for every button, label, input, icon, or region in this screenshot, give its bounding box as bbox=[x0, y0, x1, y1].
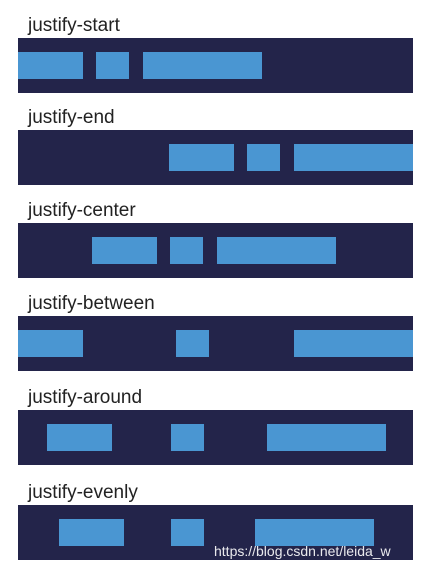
section-label: justify-start bbox=[28, 15, 120, 36]
flex-item-1 bbox=[92, 237, 157, 264]
flex-item-1 bbox=[169, 144, 234, 171]
flex-item-3 bbox=[294, 330, 413, 357]
flex-item-2 bbox=[171, 424, 204, 451]
flex-item-3 bbox=[294, 144, 413, 171]
flex-item-1 bbox=[18, 330, 83, 357]
flex-item-2 bbox=[96, 52, 129, 79]
section-label: justify-end bbox=[28, 107, 115, 128]
section-label: justify-evenly bbox=[28, 482, 138, 503]
section-label: justify-around bbox=[28, 387, 143, 408]
section-label: justify-center bbox=[28, 200, 136, 221]
flex-container bbox=[18, 223, 413, 278]
flex-item-3 bbox=[255, 519, 374, 546]
flex-item-2 bbox=[170, 237, 203, 264]
flex-container bbox=[18, 505, 413, 560]
flex-item-1 bbox=[59, 519, 124, 546]
watermark-text: https://blog.csdn.net/leida_w bbox=[214, 543, 391, 559]
flex-item-3 bbox=[267, 424, 386, 451]
flex-item-2 bbox=[176, 330, 209, 357]
flex-item-3 bbox=[143, 52, 262, 79]
flex-item-1 bbox=[18, 52, 83, 79]
flex-item-3 bbox=[217, 237, 336, 264]
flex-container bbox=[18, 38, 413, 93]
flex-item-2 bbox=[247, 144, 280, 171]
section-label: justify-between bbox=[28, 293, 155, 314]
flex-item-2 bbox=[171, 519, 204, 546]
flex-container bbox=[18, 130, 413, 185]
flex-item-1 bbox=[47, 424, 112, 451]
flex-container bbox=[18, 410, 413, 465]
flex-container bbox=[18, 316, 413, 371]
